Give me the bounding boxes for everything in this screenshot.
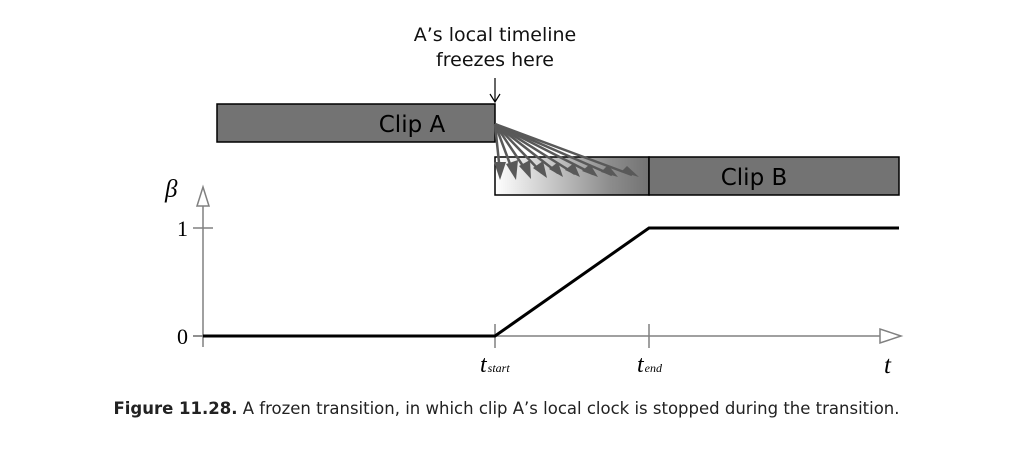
t-end-label: tend (637, 352, 663, 378)
frozen-sample-arrows (493, 122, 639, 180)
x-axis-symbol: t (884, 352, 892, 379)
t-end-base: t (637, 352, 645, 378)
y-axis (193, 184, 213, 347)
figure-caption-text: A frozen transition, in which clip A’s l… (237, 399, 900, 418)
figure-caption-label: Figure 11.28. (113, 399, 238, 418)
t-start-base: t (480, 352, 488, 378)
clip-b-label: Clip B (721, 165, 788, 191)
y-tick-1-label: 1 (177, 216, 188, 241)
clip-a-label: Clip A (379, 112, 446, 138)
t-end-subscript: end (645, 361, 663, 375)
t-start-label: tstart (480, 352, 510, 378)
annotation-line-2: freezes here (436, 49, 554, 71)
blend-weight-curve (203, 226, 899, 338)
freeze-pointer-arrow (489, 78, 501, 104)
y-axis-symbol: β (164, 176, 178, 203)
figure-caption: Figure 11.28. A frozen transition, in wh… (0, 399, 1013, 418)
y-tick-0-label: 0 (177, 324, 188, 349)
clip-a-bar: Clip A (216, 103, 496, 143)
annotation-line-1: A’s local timeline (414, 24, 577, 46)
t-start-subscript: start (488, 361, 511, 375)
clip-b-bar: Clip B (648, 156, 900, 196)
